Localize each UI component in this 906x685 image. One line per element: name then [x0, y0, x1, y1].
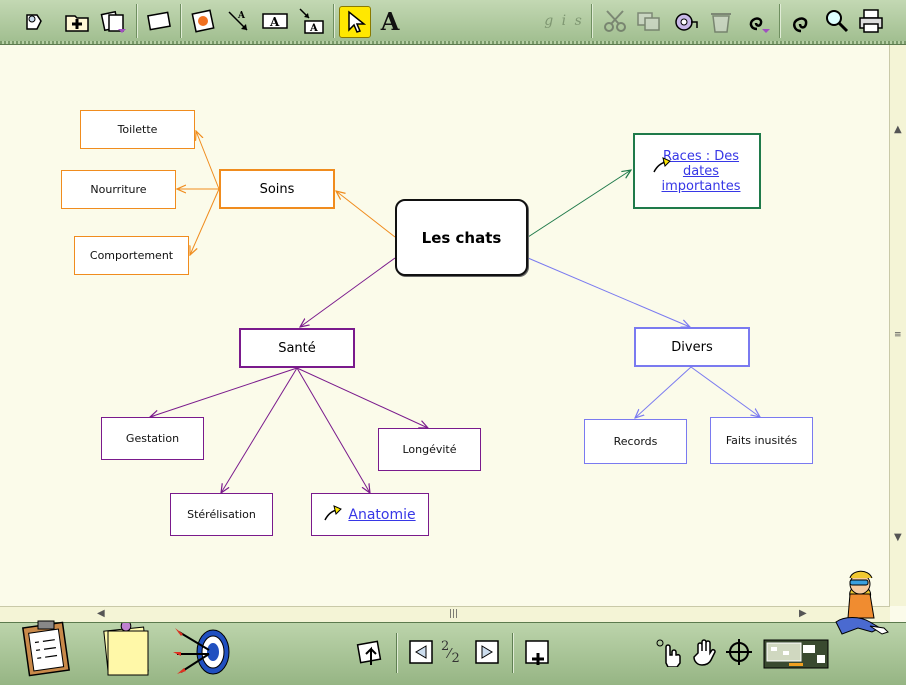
node-nourriture-label: Nourriture: [90, 183, 147, 196]
edge-chats-divers: [527, 257, 690, 327]
edge-chats-races: [527, 170, 631, 238]
print-icon[interactable]: [856, 6, 886, 36]
node-records[interactable]: Records: [584, 419, 687, 464]
page-indicator: 2⁄2: [441, 639, 460, 666]
duplicate-icon[interactable]: [634, 6, 664, 36]
node-gestation-label: Gestation: [125, 432, 180, 445]
link-arrow-icon: [324, 504, 343, 525]
target-darts-icon[interactable]: [172, 623, 234, 679]
node-toilette[interactable]: Toilette: [80, 110, 195, 149]
link-arrow-icon: [653, 157, 671, 177]
image-card-icon[interactable]: [188, 6, 218, 36]
node-sterilisation[interactable]: Stérélisation: [170, 493, 273, 536]
node-soins[interactable]: Soins: [219, 169, 335, 209]
arrow-link-icon[interactable]: A: [224, 6, 254, 36]
bottom-toolbar: 2⁄2: [0, 620, 906, 685]
node-gestation[interactable]: Gestation: [101, 417, 204, 460]
node-sante[interactable]: Santé: [239, 328, 355, 368]
upload-card-icon[interactable]: [354, 635, 388, 669]
node-sterilisation-label: Stérélisation: [187, 508, 256, 521]
node-faits-label: Faits inusités: [725, 434, 798, 447]
scroll-right-icon[interactable]: ▶: [799, 608, 807, 619]
edge-sante-anatomie: [296, 367, 370, 493]
edge-soins-toilette: [196, 131, 220, 190]
svg-text:A: A: [269, 15, 280, 29]
mind-map-canvas[interactable]: Les chats Soins Toilette Nourriture Comp…: [0, 45, 890, 606]
node-sante-label: Santé: [278, 340, 316, 356]
cut-icon[interactable]: [600, 6, 630, 36]
scroll-thumb-grip-h-icon[interactable]: |||: [449, 609, 459, 619]
text-style-icon[interactable]: g i s: [544, 6, 584, 36]
text-link-icon[interactable]: A: [296, 6, 326, 36]
node-divers[interactable]: Divers: [634, 327, 750, 367]
scroll-left-icon[interactable]: ◀: [97, 608, 105, 619]
node-comportement-label: Comportement: [89, 249, 174, 262]
new-page-icon[interactable]: [520, 635, 554, 669]
node-anatomie-link[interactable]: Anatomie: [348, 506, 416, 523]
swirl-icon[interactable]: [786, 6, 816, 36]
text-tool-glyph: A: [380, 6, 400, 36]
node-nourriture[interactable]: Nourriture: [61, 170, 176, 209]
overview-map-icon[interactable]: [762, 637, 830, 671]
node-divers-label: Divers: [671, 339, 713, 355]
node-toilette-label: Toilette: [117, 123, 158, 136]
edge-chats-soins: [336, 191, 396, 238]
page-total: 2: [451, 651, 460, 666]
main-toolbar: A A A A g i s: [0, 0, 906, 45]
text-box-icon[interactable]: A: [260, 6, 290, 36]
map-edges: [0, 45, 890, 606]
edge-divers-records: [635, 366, 692, 418]
node-longevite-label: Longévité: [402, 443, 457, 456]
scroll-thumb-grip-icon[interactable]: ≡: [894, 330, 902, 340]
scroll-down-icon[interactable]: ▼: [894, 532, 902, 543]
node-faits-inusites[interactable]: Faits inusités: [710, 417, 813, 464]
swirl-menu-icon[interactable]: [742, 6, 772, 36]
node-races[interactable]: Races : Des dates importantes: [633, 133, 761, 209]
node-comportement[interactable]: Comportement: [74, 236, 189, 275]
add-folder-icon[interactable]: [62, 6, 92, 36]
scroll-up-icon[interactable]: ▲: [894, 124, 902, 135]
edge-sante-sterilisation: [221, 367, 298, 493]
next-page-icon[interactable]: [470, 635, 504, 669]
open-cards-icon[interactable]: [98, 6, 128, 36]
trash-icon[interactable]: [706, 6, 736, 36]
central-node-label: Les chats: [421, 228, 502, 247]
node-records-label: Records: [613, 435, 658, 448]
vertical-scrollbar[interactable]: ▲ ≡ ▼: [889, 45, 906, 606]
text-style-glyphs: g i s: [544, 13, 584, 29]
page-current: 2: [441, 639, 450, 654]
node-soins-label: Soins: [259, 181, 295, 197]
edge-chats-sante: [300, 257, 396, 327]
central-node[interactable]: Les chats: [395, 199, 528, 276]
node-anatomie[interactable]: Anatomie: [311, 493, 429, 536]
edge-divers-faits: [690, 366, 760, 417]
sticky-notes-icon[interactable]: [98, 617, 156, 679]
edge-soins-comportement: [190, 188, 220, 255]
node-races-link[interactable]: Races : Des dates importantes: [661, 148, 741, 194]
pin-hand-icon[interactable]: [20, 6, 50, 36]
svg-text:A: A: [237, 11, 246, 21]
kid-character-icon[interactable]: [830, 566, 892, 638]
hand-pointer-icon[interactable]: [652, 635, 686, 669]
tape-icon[interactable]: [670, 6, 700, 36]
horizontal-scrollbar[interactable]: ◀ ||| ▶: [0, 606, 890, 623]
node-longevite[interactable]: Longévité: [378, 428, 481, 471]
previous-page-icon[interactable]: [404, 635, 438, 669]
edge-sante-gestation: [150, 367, 298, 417]
text-tool-icon[interactable]: A: [375, 6, 405, 36]
hand-icon[interactable]: [688, 635, 722, 669]
select-arrow-icon[interactable]: [339, 6, 371, 38]
zoom-icon[interactable]: [822, 6, 852, 36]
svg-text:A: A: [309, 23, 318, 34]
blank-card-icon[interactable]: [144, 6, 174, 36]
clipboard-checklist-icon[interactable]: [20, 615, 76, 679]
edge-sante-longevite: [296, 367, 428, 428]
crosshair-icon[interactable]: [722, 635, 756, 669]
